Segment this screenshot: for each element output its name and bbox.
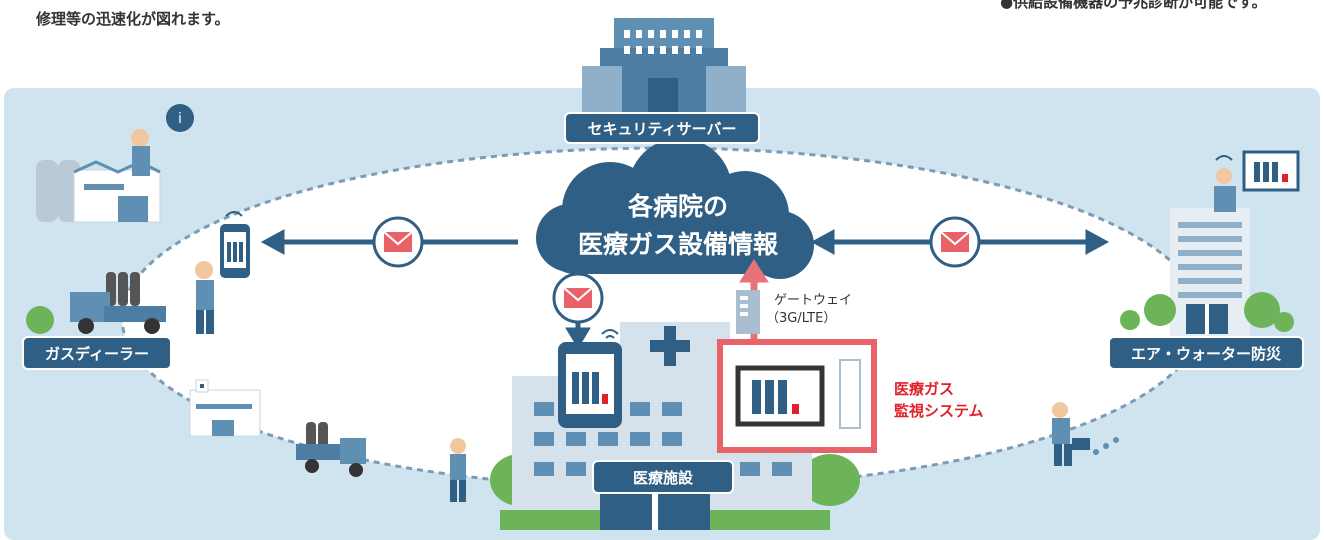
gateway-label-line2: （3G/LTE） (766, 311, 837, 326)
label-security-server: セキュリティサーバー (564, 112, 760, 144)
worker-running-icon (1052, 402, 1119, 466)
gateway-label-line1: ゲートウェイ (774, 293, 853, 308)
worker-standing-icon (450, 438, 466, 502)
worker-waving-icon (195, 261, 214, 334)
svg-text:i: i (178, 111, 182, 127)
mail-icon-center (552, 272, 604, 324)
monitoring-system-panel (717, 339, 877, 453)
label-gas-dealer: ガスディーラー (22, 336, 172, 370)
gas-delivery-truck-icon (26, 272, 166, 334)
monitor-label-line2: 監視システム (894, 402, 984, 420)
top-right-caption: ●供給設備機器の予兆診断が可能です。 (1000, 0, 1267, 11)
top-left-caption: 修理等の迅速化が図れます。 (36, 10, 230, 28)
monitor-label-line1: 医療ガス (894, 380, 955, 398)
cloud-title-line2: 医療ガス設備情報 (577, 230, 778, 259)
mail-icon-left (372, 216, 424, 268)
label-air-water: エア・ウォーター防災 (1108, 336, 1304, 370)
tablet-device-icon (558, 329, 622, 428)
clinic-building-icon (189, 379, 261, 437)
cloud-shape (536, 138, 814, 279)
label-medical-facility: 医療施設 (592, 460, 734, 494)
mail-icon-right (929, 216, 981, 268)
gas-dealer-factory-icon: i (36, 104, 194, 223)
air-water-building-icon (1120, 150, 1300, 348)
delivery-truck-icon (296, 422, 366, 477)
gateway-device-icon (736, 290, 760, 334)
smartphone-icon (220, 211, 250, 278)
security-server-building-icon (582, 18, 746, 118)
cloud-title-line1: 各病院の (627, 192, 728, 221)
